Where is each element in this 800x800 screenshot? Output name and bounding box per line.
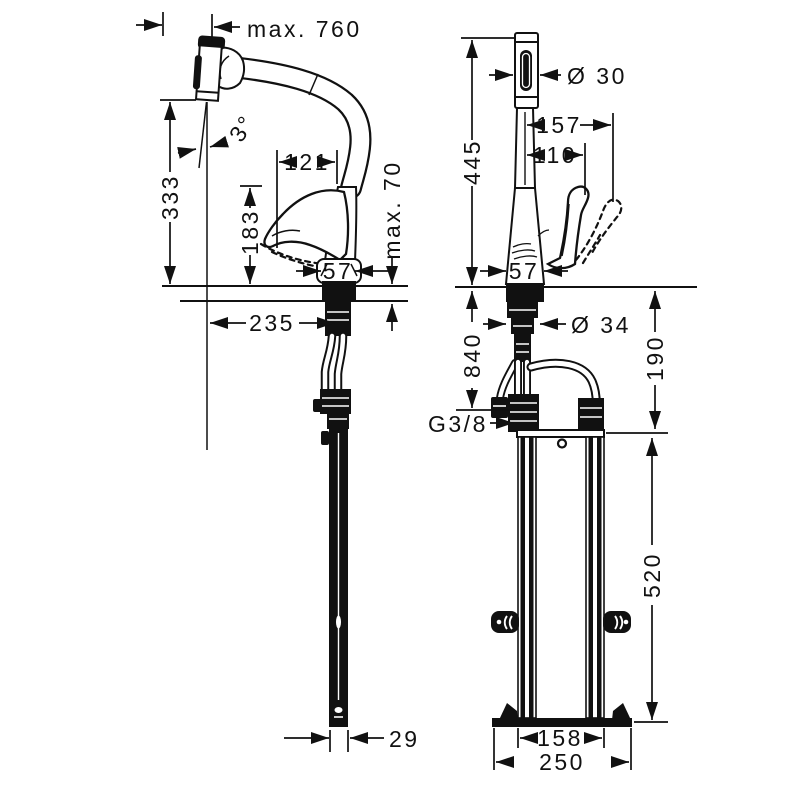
dim-158: 158 (517, 725, 605, 751)
dim-label-max-70: max. 70 (379, 160, 405, 259)
dim-label-190: 190 (642, 335, 668, 381)
connector-tab-2 (321, 431, 329, 445)
dim-3deg: 3° (177, 110, 261, 159)
dim-label-235: 235 (249, 310, 295, 336)
dim-label-840: 840 (459, 332, 485, 378)
box-inlet-ridges-1 (510, 402, 537, 422)
side-view (162, 35, 408, 727)
g38-fitting (491, 397, 508, 418)
foot-left (499, 703, 518, 720)
dimensions-front: Ø 30 445 157 110 57 Ø 34 (428, 37, 668, 775)
rail-left-bar-1 (520, 437, 525, 718)
spray-head-seam (196, 90, 219, 94)
foot-right (612, 703, 631, 720)
dim-29: 29 (284, 726, 420, 752)
dim-max-70: max. 70 (379, 160, 405, 331)
dim-label-29: 29 (389, 726, 420, 752)
dim-label-183: 183 (237, 209, 263, 255)
box-inlet-connector-2 (578, 398, 604, 432)
hose-side-1 (322, 333, 335, 394)
dim-g38: G3/8 (428, 411, 514, 437)
dim-label-d30: Ø 30 (567, 63, 627, 89)
dim-840: 840 (456, 291, 524, 411)
handle-front-swivel-dashed (574, 198, 623, 265)
hoses-vertical (515, 359, 530, 399)
dim-label-3deg: 3° (224, 110, 261, 147)
spray-face-inner (521, 52, 531, 89)
hose-diag (497, 360, 518, 401)
clip-left-dot (496, 619, 502, 625)
dim-250: 250 (493, 728, 632, 775)
dim-520: 520 (634, 438, 668, 723)
dim-max-760: max. 760 (136, 12, 362, 42)
clip-right-marks (614, 615, 624, 630)
mount-shaft-front-ridges (509, 309, 536, 353)
dim-157: 157 (527, 112, 614, 202)
box-inlet-connector-1 (508, 394, 539, 432)
hose-connector-side (320, 389, 351, 414)
bar-coupling (327, 412, 349, 429)
spout-tube-fill (231, 59, 370, 197)
connector-tab-1 (313, 399, 322, 412)
front-view (455, 32, 697, 727)
box-inlet-ridges-2 (580, 407, 602, 418)
spray-face (520, 50, 532, 91)
dim-121: 121 (276, 149, 338, 248)
dim-445: 445 (459, 37, 516, 285)
pullout-spray-head (192, 35, 226, 102)
dim-190: 190 (606, 291, 668, 434)
guide-bar-slot (336, 615, 341, 629)
handle-side (263, 189, 350, 262)
dim-label-g38: G3/8 (428, 411, 488, 437)
dim-label-121: 121 (284, 149, 330, 175)
spray-head-button (192, 55, 202, 90)
clip-left-marks (503, 615, 513, 630)
dim-235: 235 (210, 310, 335, 336)
mount-shaft-front-3 (514, 334, 531, 362)
spray-head-front-seams (515, 41, 538, 98)
rail-right-bar-2 (597, 437, 602, 718)
dim-label-445: 445 (459, 139, 485, 185)
dim-d34: Ø 34 (483, 312, 631, 338)
dim-label-158: 158 (537, 725, 583, 751)
rail-left-bar-2 (529, 437, 534, 718)
dim-label-250: 250 (539, 749, 585, 775)
dim-183: 183 (237, 185, 263, 284)
dim-110: 110 (527, 142, 586, 195)
dim-label-57-front: 57 (509, 258, 540, 284)
dim-57-side: 57 (296, 258, 390, 284)
tilt-line (198, 101, 208, 169)
spray-head-elbow (217, 46, 245, 90)
bracket-top-plate (516, 429, 605, 438)
clip-right-dot (623, 619, 629, 625)
handle-side-detail (271, 229, 301, 237)
handle-front-detail (561, 203, 570, 257)
bracket-hole-center (556, 438, 568, 449)
spout-joint-line (308, 73, 319, 96)
rail-right-bar-1 (588, 437, 593, 718)
dim-label-157: 157 (536, 112, 582, 138)
dim-label-333: 333 (157, 174, 183, 220)
hose-connector-ridges (322, 397, 349, 407)
deck-band-front (506, 284, 544, 302)
dim-label-d34: Ø 34 (571, 312, 631, 338)
handle-front (545, 185, 590, 270)
dim-label-110: 110 (533, 142, 577, 168)
guide-bar-end-hole (334, 707, 343, 713)
mount-shaft-side (325, 300, 351, 336)
dim-label-max-760: max. 760 (247, 16, 362, 42)
base-plate (492, 718, 632, 727)
counter-lines-side (162, 285, 408, 302)
dim-333: 333 (157, 99, 196, 284)
dim-label-57-side: 57 (323, 258, 354, 284)
dim-label-520: 520 (639, 552, 665, 598)
hose-side-2 (335, 333, 346, 394)
dim-57-front: 57 (480, 258, 568, 284)
dimensions-side: max. 760 3° 333 121 183 (136, 12, 420, 752)
deck-band-side (322, 281, 356, 301)
dim-d30: Ø 30 (489, 63, 627, 89)
body-wrinkle-marks (511, 229, 550, 260)
